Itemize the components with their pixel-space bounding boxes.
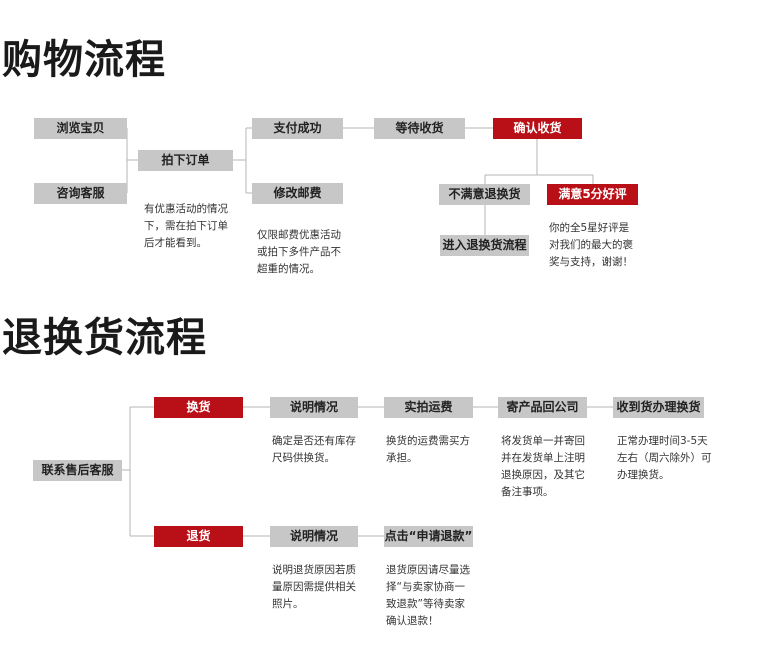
returns-flow-title: 退换货流程 (2, 315, 207, 361)
exchange-label[interactable]: 换货 (154, 397, 243, 418)
exchange-note-ship-back: 将发货单一并寄回 并在发货单上注明 退换原因，及其它 备注事项。 (501, 435, 585, 498)
exchange-step-ship-back[interactable]: 寄产品回公司 (498, 397, 587, 418)
step-confirm-receive[interactable]: 确认收货 (493, 118, 582, 139)
exchange-step-photo-shipping[interactable]: 实拍运费 (384, 397, 473, 418)
note-place-order: 有优惠活动的情况 下，需在拍下订单 后才能看到。 (144, 203, 228, 249)
exchange-note-explain: 确定是否还有库存 尺码供换货。 (272, 435, 356, 464)
exchange-note-shipping: 换货的运费需买方 承担。 (386, 435, 470, 464)
step-wait-receive[interactable]: 等待收货 (374, 118, 465, 139)
refund-note-apply: 退货原因请尽量选 择“与卖家协商一 致退款”等待卖家 确认退款！ (386, 564, 470, 627)
exchange-step-process[interactable]: 收到货办理换货 (613, 397, 704, 418)
purchase-flow-title: 购物流程 (2, 37, 166, 83)
step-contact-service[interactable]: 联系售后客服 (33, 460, 122, 481)
note-satisfied: 你的全5星好评是 对我们的最大的褒 奖与支持，谢谢！ (549, 222, 633, 268)
exchange-note-process: 正常办理时间3-5天 左右（周六除外）可 办理换货。 (617, 435, 712, 481)
refund-step-explain[interactable]: 说明情况 (270, 526, 358, 547)
step-enter-return[interactable]: 进入退换货流程 (440, 235, 529, 256)
refund-note-explain: 说明退货原因若质 量原因需提供相关 照片。 (272, 564, 356, 610)
step-consult[interactable]: 咨询客服 (34, 183, 127, 204)
note-modify-postage: 仅限邮费优惠活动 或拍下多件产品不 超重的情况。 (257, 229, 341, 275)
step-place-order[interactable]: 拍下订单 (138, 150, 233, 171)
refund-label[interactable]: 退货 (154, 526, 243, 547)
step-pay-success[interactable]: 支付成功 (252, 118, 343, 139)
step-modify-postage[interactable]: 修改邮费 (252, 183, 343, 204)
step-satisfied[interactable]: 满意5分好评 (547, 184, 638, 205)
refund-step-apply[interactable]: 点击“申请退款” (384, 526, 473, 547)
step-not-satisfied[interactable]: 不满意退换货 (439, 184, 530, 205)
step-browse[interactable]: 浏览宝贝 (34, 118, 127, 139)
exchange-step-explain[interactable]: 说明情况 (270, 397, 358, 418)
